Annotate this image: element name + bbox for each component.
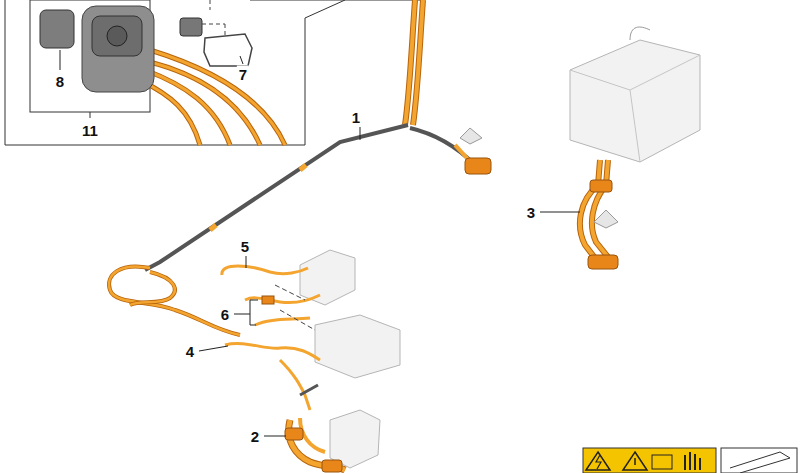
callout-number: 8 — [54, 73, 66, 90]
warning-sign — [583, 448, 797, 473]
callout-number: 3 — [525, 204, 537, 221]
callout-number: 6 — [219, 306, 231, 323]
components — [300, 250, 400, 468]
callout-number: 1 — [350, 109, 362, 126]
callout-number: 5 — [239, 238, 251, 255]
electric-motor — [570, 27, 700, 162]
callout-number: 7 — [237, 66, 249, 83]
callout-number: 2 — [249, 428, 261, 445]
callout-number: 4 — [184, 343, 196, 360]
leader-lines — [60, 50, 580, 436]
inset-parts — [40, 0, 285, 145]
inset-frame — [5, 0, 420, 145]
harness-1 — [109, 0, 491, 335]
cable-3 — [580, 160, 618, 269]
callout-number: 11 — [80, 122, 100, 139]
cables — [222, 266, 345, 472]
